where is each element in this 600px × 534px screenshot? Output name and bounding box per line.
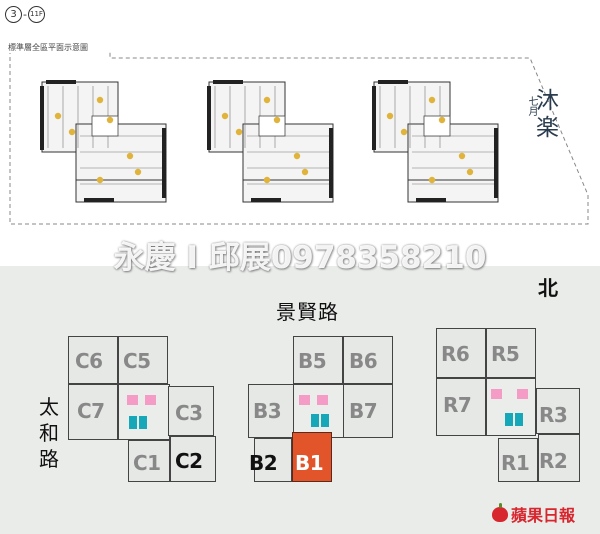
unit-r2[interactable]: R2 <box>538 434 580 482</box>
floor-start: 3 <box>5 6 22 23</box>
tower-wing-right <box>407 123 499 185</box>
unit-b6[interactable]: B6 <box>343 336 393 384</box>
tower-wing-right <box>75 123 167 185</box>
core-c <box>118 384 170 440</box>
room-marker <box>400 128 408 136</box>
brand-name: 蘋果日報 <box>511 506 576 525</box>
elevator-icon <box>505 413 513 426</box>
room-marker <box>458 152 466 160</box>
core-box <box>91 115 119 137</box>
site-floor-plan <box>9 50 589 225</box>
wall <box>378 80 408 84</box>
stair-icon <box>317 395 328 405</box>
unit-r3[interactable]: R3 <box>536 388 580 434</box>
north-indicator: 北 <box>538 276 558 300</box>
room-marker <box>428 96 436 104</box>
core-box <box>423 115 451 137</box>
unit-b3[interactable]: B3 <box>248 384 296 438</box>
wall <box>162 128 166 198</box>
road-label-left: 太和路 <box>39 395 59 471</box>
room-marker <box>273 116 281 124</box>
wall <box>40 86 44 150</box>
stair-icon <box>145 395 156 405</box>
unit-b1-selected[interactable]: B1 <box>292 432 332 482</box>
stair-icon <box>299 395 310 405</box>
room-marker <box>96 96 104 104</box>
elevator-icon <box>321 414 329 427</box>
wall <box>251 198 281 202</box>
newspaper-brand: 蘋果日報 <box>492 502 575 526</box>
logo-char-1: 沐 <box>536 88 559 114</box>
floor-range-badge: 3 - 11F <box>5 6 45 23</box>
elevator-icon <box>515 413 523 426</box>
wall <box>46 80 76 84</box>
stair-icon <box>491 389 502 399</box>
room-marker <box>263 176 271 184</box>
unit-r1[interactable]: R1 <box>498 438 538 482</box>
core-r <box>486 378 536 436</box>
wall <box>84 198 114 202</box>
key-plan-section: 北 景賢路 太和路 C6 C5 C7 C3 C1 C2 B5 <box>0 266 600 534</box>
logo-char-2: 楽 <box>536 115 559 141</box>
unit-r5[interactable]: R5 <box>486 328 536 378</box>
road-label-top: 景賢路 <box>276 300 339 324</box>
unit-c1[interactable]: C1 <box>128 440 170 482</box>
apple-icon <box>492 502 508 522</box>
room-marker <box>126 152 134 160</box>
wall <box>213 80 243 84</box>
wall <box>416 198 446 202</box>
room-marker <box>221 112 229 120</box>
wall <box>329 128 333 198</box>
floor-plan-section: 3 - 11F 標準層全區平面示意圖 七月 沐 楽 <box>0 0 600 228</box>
unit-r6[interactable]: R6 <box>436 328 486 378</box>
unit-c7[interactable]: C7 <box>68 384 118 440</box>
site-boundary <box>9 50 589 225</box>
wall <box>207 86 211 150</box>
room-marker <box>438 116 446 124</box>
unit-c2[interactable]: C2 <box>170 436 216 482</box>
elevator-icon <box>139 416 147 429</box>
floor-end: 11F <box>27 6 45 23</box>
logo-small-text: 七月 <box>526 96 537 116</box>
brand-logo: 七月 沐 楽 <box>524 88 576 148</box>
wall <box>372 86 376 150</box>
elevator-icon <box>311 414 319 427</box>
core-b <box>293 384 345 438</box>
room-marker <box>235 128 243 136</box>
room-marker <box>134 168 142 176</box>
unit-c5[interactable]: C5 <box>118 336 168 384</box>
room-marker <box>68 128 76 136</box>
room-marker <box>263 96 271 104</box>
wall <box>494 128 498 198</box>
unit-b7[interactable]: B7 <box>343 384 393 438</box>
elevator-icon <box>129 416 137 429</box>
room-marker <box>96 176 104 184</box>
stair-icon <box>517 389 528 399</box>
plan-title: 標準層全區平面示意圖 <box>8 42 92 53</box>
stair-icon <box>127 395 138 405</box>
room-marker <box>301 168 309 176</box>
watermark-text: 永慶 I 邱展0978358210 <box>113 240 487 276</box>
unit-c3[interactable]: C3 <box>168 386 214 436</box>
unit-r7[interactable]: R7 <box>436 378 486 436</box>
room-marker <box>106 116 114 124</box>
room-marker <box>466 168 474 176</box>
room-marker <box>428 176 436 184</box>
unit-c6[interactable]: C6 <box>68 336 118 384</box>
towers <box>40 80 499 203</box>
core-box <box>258 115 286 137</box>
unit-b2[interactable]: B2 <box>249 438 292 482</box>
room-marker <box>54 112 62 120</box>
room-marker <box>386 112 394 120</box>
room-marker <box>293 152 301 160</box>
tower-wing-right <box>242 123 334 185</box>
unit-b5[interactable]: B5 <box>293 336 343 384</box>
